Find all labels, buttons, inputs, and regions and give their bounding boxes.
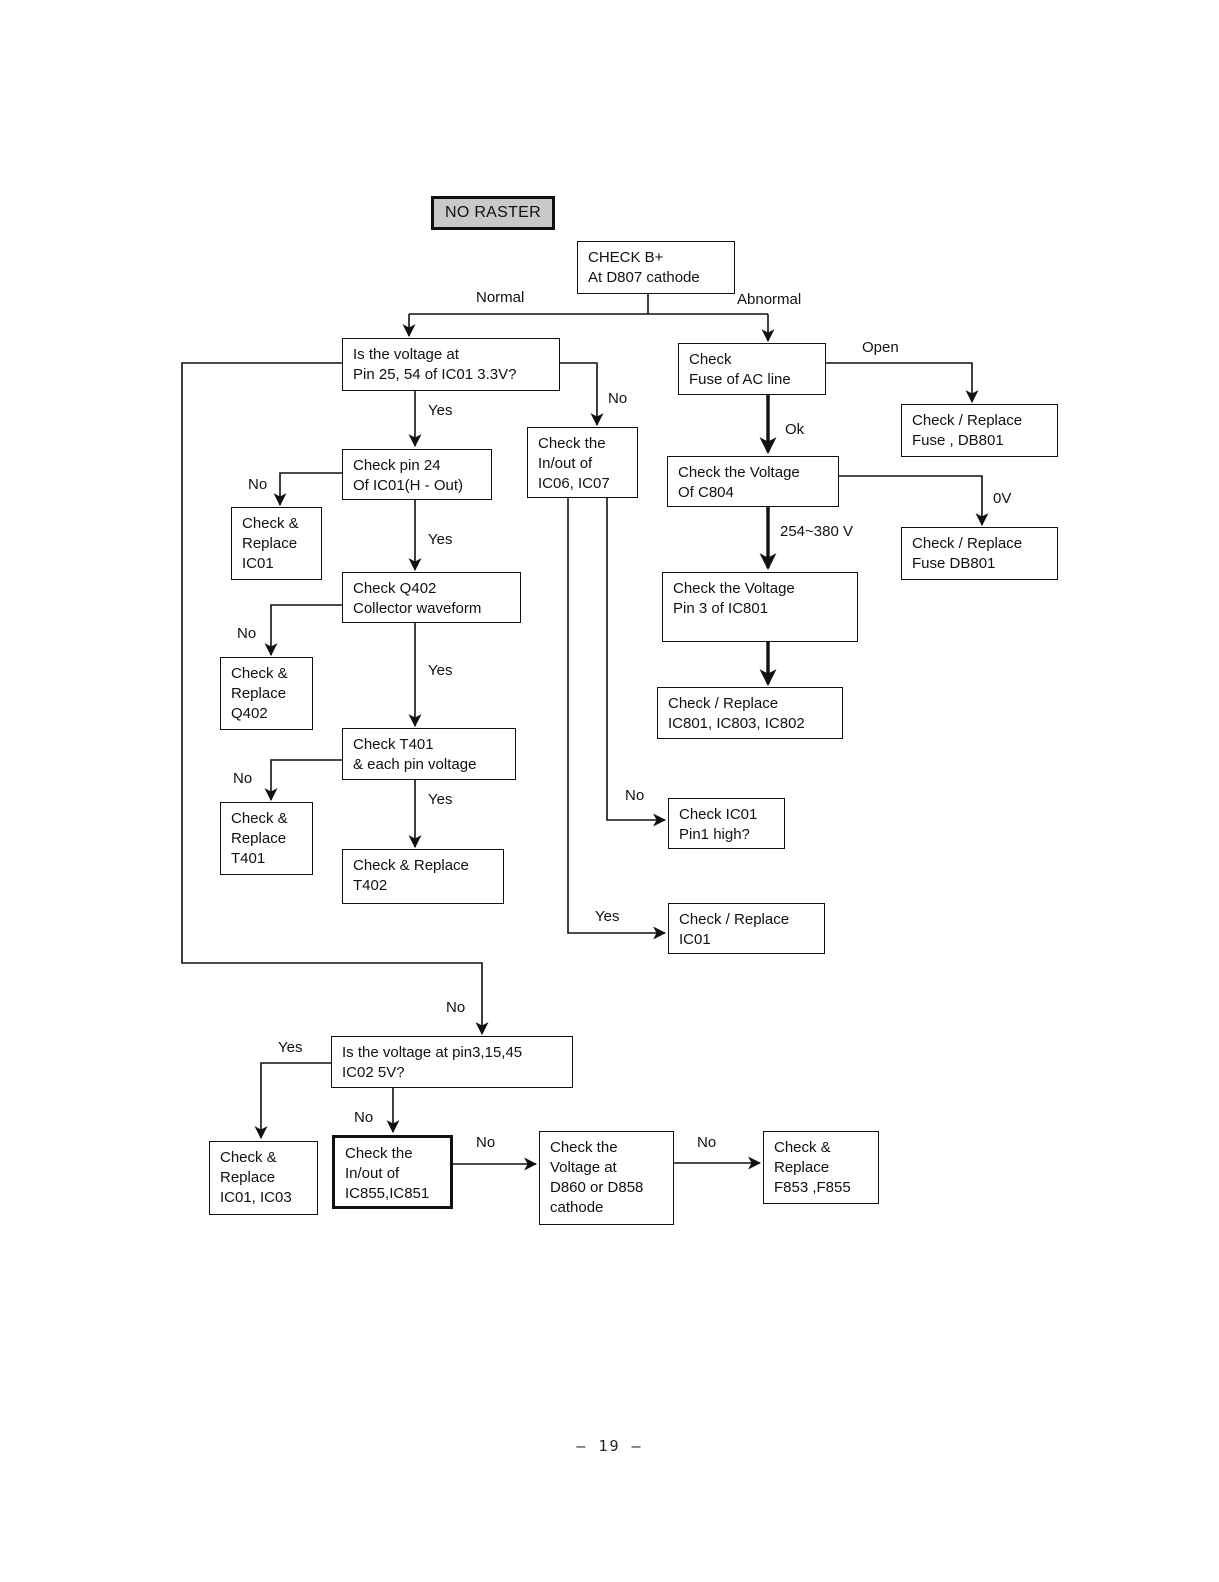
edge-label-0v: 0V xyxy=(993,490,1012,507)
node-replace-ic01-yes: Check / Replace IC01 xyxy=(668,903,825,954)
edge-label-no-b4: No xyxy=(697,1134,717,1151)
edge-label-yes-3: Yes xyxy=(428,662,453,679)
node-check-ic01-pin1-high: Check IC01 Pin1 high? xyxy=(668,798,785,849)
node-check-pin24-ic01: Check pin 24 Of IC01(H - Out) xyxy=(342,449,492,500)
edge-label-open: Open xyxy=(862,339,899,356)
node-check-b: CHECK B+ At D807 cathode xyxy=(577,241,735,294)
node-replace-ic01: Check & Replace IC01 xyxy=(231,507,322,580)
node-no-raster: NO RASTER xyxy=(431,196,555,230)
node-check-inout-ic855-ic851: Check the In/out of IC855,IC851 xyxy=(332,1135,453,1209)
edge-label-no-3: No xyxy=(233,770,253,787)
edge-0v-db801 xyxy=(839,475,989,527)
edge-label-no-b2: No xyxy=(354,1109,374,1126)
edge-label-no-b3: No xyxy=(476,1134,496,1151)
edge-label-no-2: No xyxy=(237,625,257,642)
edge-open-db801 xyxy=(826,362,979,404)
node-check-inout-ic06-ic07: Check the In/out of IC06, IC07 xyxy=(527,427,638,498)
node-replace-fuse-db801-open: Check / Replace Fuse , DB801 xyxy=(901,404,1058,457)
edge-label-no-ic0607: No xyxy=(608,390,628,407)
page-number: – 19 – xyxy=(576,1437,643,1455)
edge-no-replace-ic01a xyxy=(273,472,342,507)
edge-label-yes-2: Yes xyxy=(428,531,453,548)
node-replace-t401: Check & Replace T401 xyxy=(220,802,313,875)
edge-label-yes-1: Yes xyxy=(428,402,453,419)
edge-label-254-380v: 254~380 V xyxy=(780,523,853,540)
node-check-fuse-ac: Check Fuse of AC line xyxy=(678,343,826,395)
edge-label-ok: Ok xyxy=(785,421,805,438)
edge-label-yes-4: Yes xyxy=(428,791,453,808)
edge-label-no-1: No xyxy=(248,476,268,493)
edge-yes-replace-ic01b xyxy=(567,498,667,940)
edge-no-replace-q402 xyxy=(264,604,342,657)
edge-no-ic0607 xyxy=(560,362,604,427)
edge-label-yes-b: Yes xyxy=(278,1039,303,1056)
edge-yes-ic01-03 xyxy=(254,1062,331,1140)
edge-label-yes-ic01: Yes xyxy=(595,908,620,925)
edge-no-pin1high xyxy=(606,498,667,827)
node-voltage-ic01-33v: Is the voltage at Pin 25, 54 of IC01 3.3… xyxy=(342,338,560,391)
node-replace-ic801-ic803-ic802: Check / Replace IC801, IC803, IC802 xyxy=(657,687,843,739)
node-check-voltage-d860-d858: Check the Voltage at D860 or D858 cathod… xyxy=(539,1131,674,1225)
edge-no-left-rail xyxy=(181,362,489,1036)
node-replace-f853-f855: Check & Replace F853 ,F855 xyxy=(763,1131,879,1204)
node-replace-t402: Check & Replace T402 xyxy=(342,849,504,904)
node-voltage-ic02-5v: Is the voltage at pin3,15,45 IC02 5V? xyxy=(331,1036,573,1088)
edge-label-no-pin1: No xyxy=(625,787,645,804)
node-check-t401-pins: Check T401 & each pin voltage xyxy=(342,728,516,780)
node-replace-fuse-db801-0v: Check / Replace Fuse DB801 xyxy=(901,527,1058,580)
node-check-q402-waveform: Check Q402 Collector waveform xyxy=(342,572,521,623)
edge-no-replace-t401 xyxy=(264,759,342,802)
edge-label-abnormal: Abnormal xyxy=(737,291,802,308)
node-replace-q402: Check & Replace Q402 xyxy=(220,657,313,730)
edge-label-normal: Normal xyxy=(476,289,525,306)
node-replace-ic01-ic03: Check & Replace IC01, IC03 xyxy=(209,1141,318,1215)
node-check-voltage-c804: Check the Voltage Of C804 xyxy=(667,456,839,507)
edge-label-no-b1: No xyxy=(446,999,466,1016)
node-check-voltage-pin3-ic801: Check the Voltage Pin 3 of IC801 xyxy=(662,572,858,642)
